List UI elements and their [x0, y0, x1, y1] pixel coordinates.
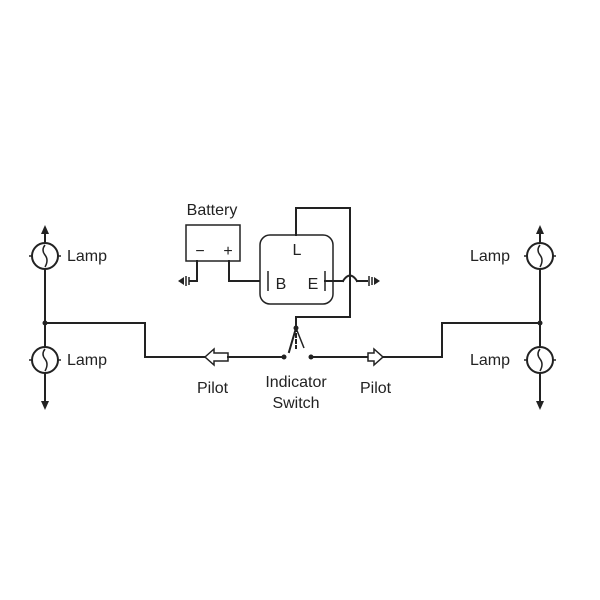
- lamp-top-left: [29, 242, 61, 270]
- left-lamp-branch: Lamp Lamp: [29, 225, 206, 410]
- ground-right-icon: [368, 276, 380, 286]
- lamp-bottom-right: [524, 346, 556, 374]
- flasher-relay: L B E: [259, 207, 380, 329]
- lamp-label-bottom-left: Lamp: [67, 352, 107, 369]
- battery-label: Battery: [187, 202, 238, 219]
- battery-box: [185, 224, 241, 262]
- switch-label-line2: Switch: [272, 395, 319, 412]
- junction-dot: [537, 320, 543, 326]
- indicator-switch: Indicator Switch: [265, 325, 327, 412]
- battery-plus-label: +: [223, 243, 232, 260]
- lamp-label-top-right: Lamp: [470, 248, 510, 265]
- relay-terminal-l: L: [293, 242, 302, 259]
- ground-left-icon: [178, 276, 190, 286]
- pilot-label-left: Pilot: [197, 380, 229, 397]
- right-lamp-branch: Lamp Lamp: [382, 225, 556, 410]
- pilot-right: Pilot: [312, 347, 392, 397]
- relay-terminal-b: B: [276, 276, 287, 293]
- relay-terminal-e: E: [308, 276, 319, 293]
- pilot-left: Pilot: [197, 347, 284, 397]
- lamp-label-top-left: Lamp: [67, 248, 107, 265]
- pilot-label-right: Pilot: [360, 380, 392, 397]
- pilot-arrow-right-icon: [367, 347, 385, 367]
- switch-contact-left: [281, 354, 287, 360]
- lamp-label-bottom-right: Lamp: [470, 352, 510, 369]
- right-bottom-arrow-icon: [536, 401, 544, 410]
- pilot-arrow-left-icon: [203, 347, 229, 367]
- left-bottom-arrow-icon: [41, 401, 49, 410]
- switch-label-line1: Indicator: [265, 374, 327, 391]
- lamp-bottom-left: [29, 346, 61, 374]
- battery: Battery − +: [178, 202, 264, 286]
- switch-contact-right: [308, 354, 314, 360]
- right-top-arrow-icon: [536, 225, 544, 234]
- left-top-arrow-icon: [41, 225, 49, 234]
- battery-minus-label: −: [195, 243, 204, 260]
- lamp-top-right: [524, 242, 556, 270]
- junction-dot: [42, 320, 48, 326]
